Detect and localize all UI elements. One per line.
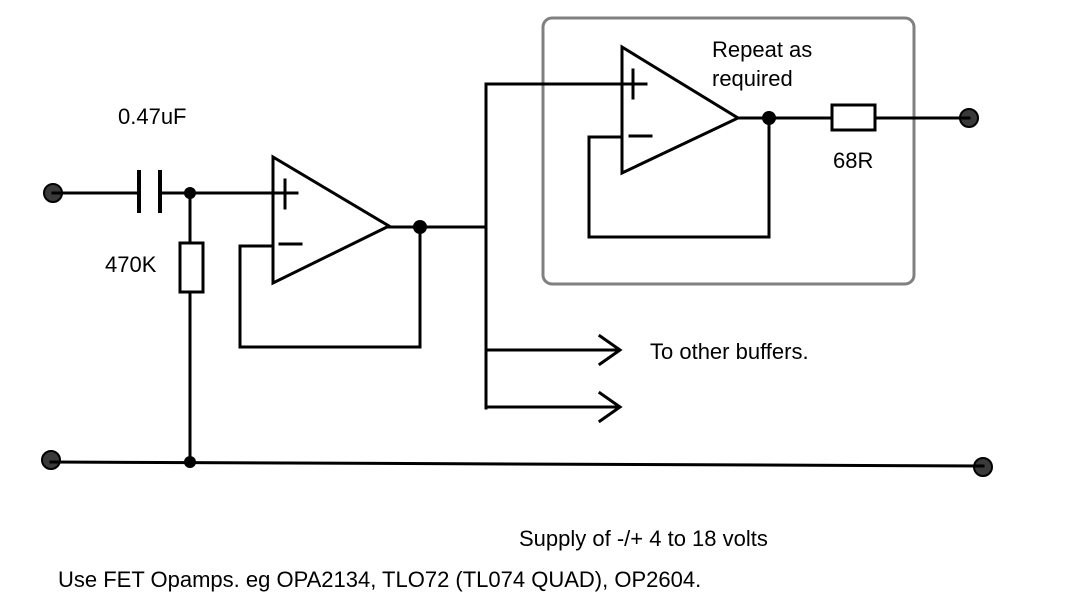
- repeat-block-box: [541, 16, 916, 286]
- supply-note: Supply of -/+ 4 to 18 volts: [519, 526, 768, 551]
- ground-terminal-left: [41, 450, 61, 470]
- opamp-1: [271, 154, 393, 286]
- other-buffers-label: To other buffers.: [650, 339, 809, 364]
- resistor-470k-label: 470K: [105, 252, 157, 277]
- opamp-note: Use FET Opamps. eg OPA2134, TLO72 (TL074…: [58, 567, 701, 592]
- resistor-470k: [178, 241, 205, 294]
- junction-dot: [762, 111, 776, 125]
- repeat-note-line2: required: [712, 66, 793, 91]
- opamp-1-feedback: [238, 225, 422, 349]
- arrow-2-head: [597, 390, 623, 424]
- resistor-68r: [830, 103, 877, 132]
- opamp-2: [620, 44, 742, 176]
- ground-rail: [49, 460, 985, 468]
- arrow-1-head: [597, 333, 623, 367]
- opamp-2-feedback: [587, 116, 771, 239]
- junction-dot: [413, 220, 427, 234]
- capacitor-label: 0.47uF: [118, 104, 187, 129]
- repeat-note-line1: Repeat as: [712, 37, 812, 62]
- resistor-68r-label: 68R: [833, 148, 873, 173]
